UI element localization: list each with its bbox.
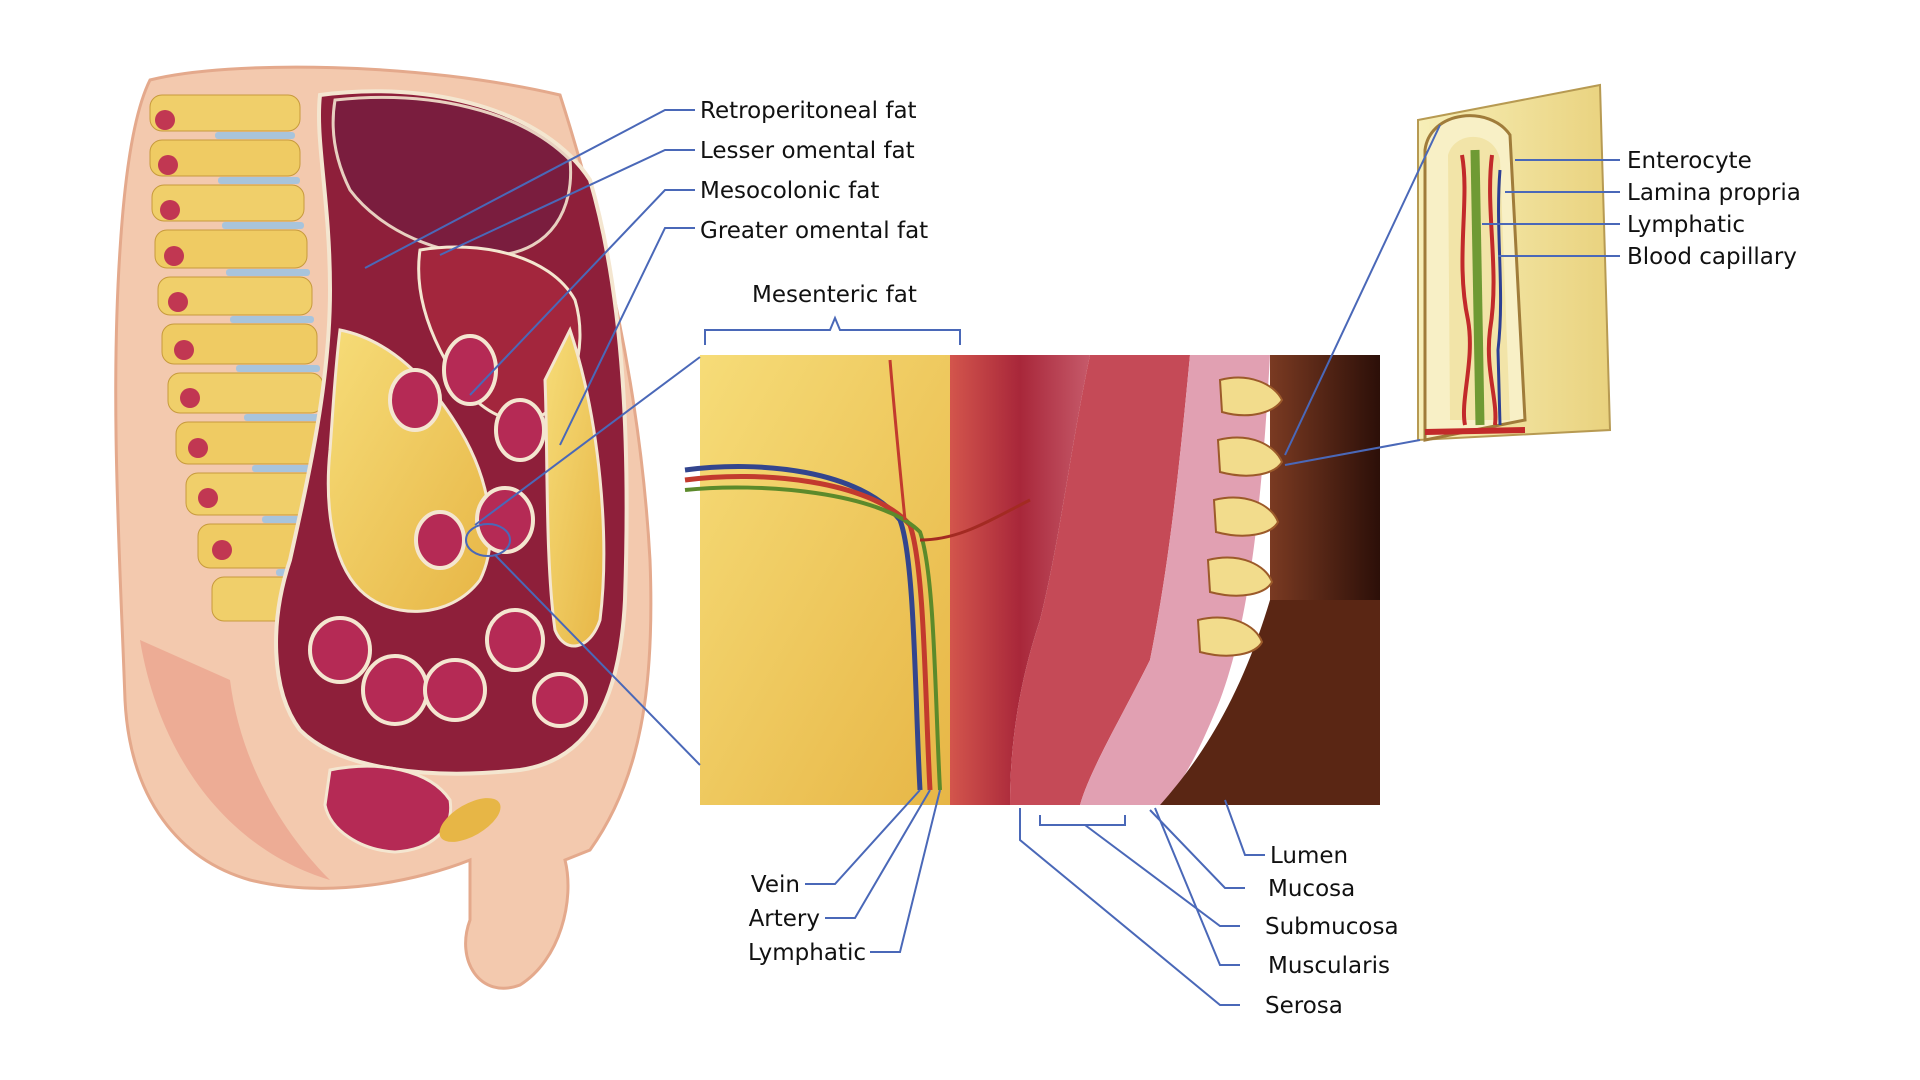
label-mucosa: Mucosa — [1268, 876, 1355, 902]
label-lymphatic-villus: Lymphatic — [1627, 212, 1745, 238]
lumen-lower — [1160, 600, 1380, 805]
label-submucosa: Submucosa — [1265, 914, 1399, 940]
mesenteric-vessels — [684, 359, 1031, 791]
serosa-and-muscularis — [950, 355, 1090, 805]
submucosa-layer — [1010, 355, 1190, 805]
label-vein: Vein — [751, 872, 800, 898]
label-mesenteric-fat: Mesenteric fat — [752, 282, 917, 308]
label-muscularis: Muscularis — [1268, 953, 1390, 979]
label-greater-omental-fat: Greater omental fat — [700, 218, 928, 244]
label-blood-capillary: Blood capillary — [1627, 244, 1797, 270]
capillary-venous — [1496, 169, 1503, 426]
abdomen-section-illustration — [114, 65, 653, 990]
label-retroperitoneal-fat: Retroperitoneal fat — [700, 98, 917, 124]
label-serosa: Serosa — [1265, 993, 1343, 1019]
villus-illustration — [1417, 83, 1612, 442]
intestinal-folds — [1196, 376, 1284, 657]
leader-lines — [364, 109, 1620, 1006]
label-lumen: Lumen — [1270, 843, 1348, 869]
labels: Retroperitoneal fat Lesser omental fat M… — [700, 98, 1801, 1019]
pelvic-tissue — [140, 640, 330, 880]
spine — [149, 94, 353, 622]
greater-omentum — [543, 326, 606, 648]
base-vessels — [1424, 427, 1526, 435]
label-lymphatic-vessel: Lymphatic — [748, 940, 866, 966]
capillary-network — [1460, 154, 1498, 426]
bowel-wall-illustration — [684, 355, 1380, 805]
label-mesocolonic-fat: Mesocolonic fat — [700, 178, 879, 204]
label-artery: Artery — [749, 906, 820, 932]
liver — [331, 96, 573, 257]
intestinal-loops — [308, 334, 588, 728]
label-lamina-propria: Lamina propria — [1627, 180, 1801, 206]
label-lesser-omental-fat: Lesser omental fat — [700, 138, 915, 164]
label-enterocyte: Enterocyte — [1627, 148, 1752, 174]
central-lacteal — [1470, 149, 1485, 426]
pelvic-fat-pad — [439, 798, 501, 842]
